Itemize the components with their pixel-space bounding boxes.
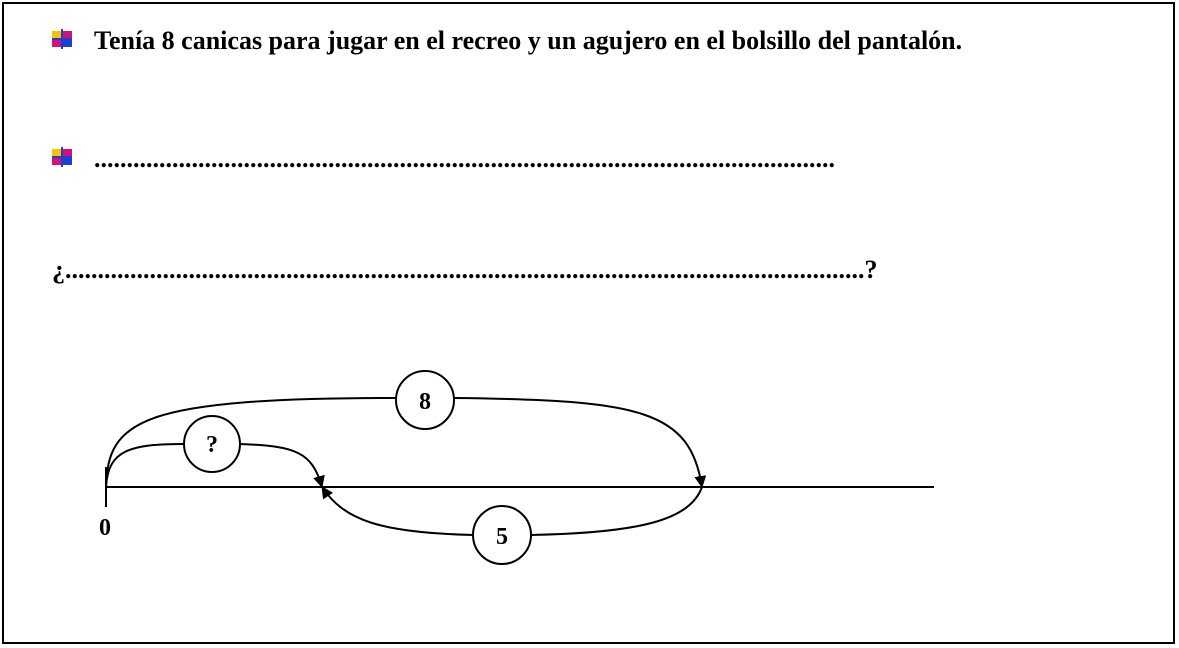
arc-lost-left bbox=[321, 486, 475, 536]
arc-unknown-right bbox=[239, 443, 325, 488]
total-circle bbox=[395, 370, 455, 430]
arc-lost-right bbox=[529, 486, 703, 536]
blank-question: ¿.......................................… bbox=[52, 255, 878, 284]
blank-answer-line: ........................................… bbox=[94, 144, 835, 173]
bullet-icon bbox=[52, 147, 72, 168]
arc-unknown-left bbox=[105, 443, 185, 488]
question-line: ¿.......................................… bbox=[52, 255, 878, 285]
lost-circle bbox=[472, 505, 532, 565]
bullet-icon bbox=[52, 29, 72, 50]
unknown-label: ? bbox=[206, 432, 218, 458]
origin-label: 0 bbox=[99, 515, 111, 541]
statement-line-1: Tenía 8 canicas para jugar en el recreo … bbox=[52, 26, 962, 56]
lost-label: 5 bbox=[496, 524, 508, 550]
unknown-circle bbox=[183, 415, 241, 473]
arc-total-right bbox=[453, 397, 707, 488]
statement-line-2: ........................................… bbox=[52, 144, 835, 174]
statement-text: Tenía 8 canicas para jugar en el recreo … bbox=[94, 26, 963, 55]
arc-total-left bbox=[105, 397, 397, 488]
total-label: 8 bbox=[419, 389, 431, 415]
